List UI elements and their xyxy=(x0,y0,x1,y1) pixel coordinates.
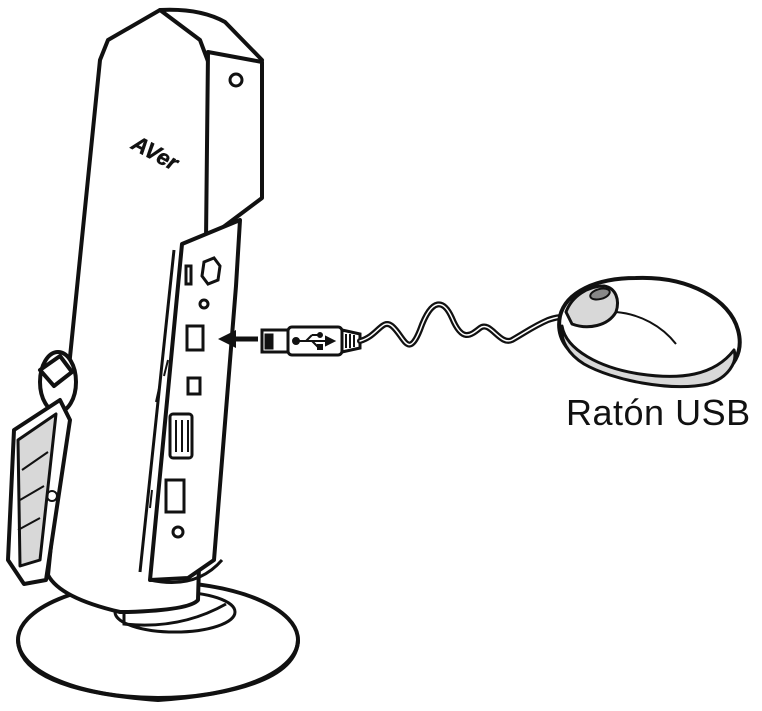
vga-port-pins-icon xyxy=(175,420,189,452)
screw-icon xyxy=(198,298,210,310)
mouse-label: Ratón USB xyxy=(566,392,751,433)
hdmi-port-icon xyxy=(164,478,186,514)
usb-cable-highlight xyxy=(359,303,567,346)
side-lamp-arm xyxy=(6,350,78,586)
network-port-icon xyxy=(200,256,222,286)
scroll-wheel-icon xyxy=(589,287,611,301)
usb-mouse xyxy=(557,275,742,388)
document-camera-arm xyxy=(46,7,264,627)
mini-usb-port-icon xyxy=(186,376,202,396)
usb-symbol-icon xyxy=(292,332,337,350)
vga-port-icon xyxy=(168,412,194,460)
mouse-shadow-side xyxy=(560,324,737,388)
document-camera-base xyxy=(16,580,300,703)
insert-arrow-icon xyxy=(218,330,258,348)
usb-plug xyxy=(260,325,362,357)
port-panel xyxy=(149,256,222,539)
power-indicator-icon xyxy=(184,264,193,286)
bottom-screw-icon xyxy=(171,525,185,539)
usb-port xyxy=(185,324,205,352)
